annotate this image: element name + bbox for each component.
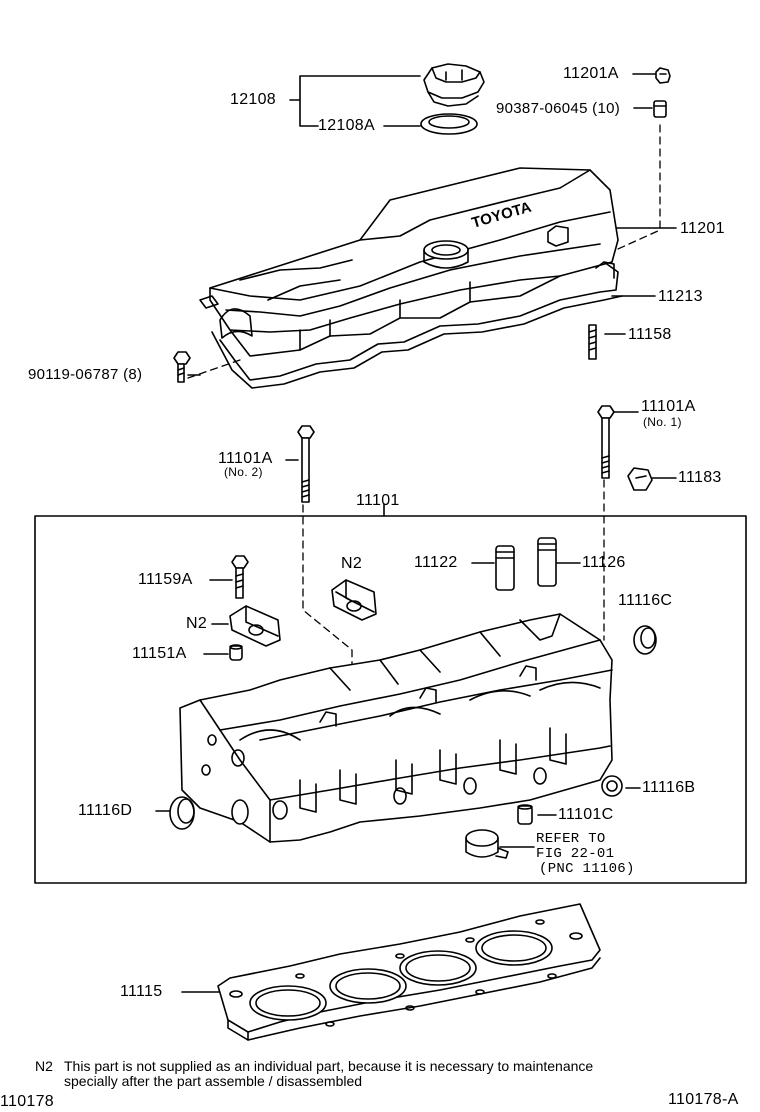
footnote-mark: N2 <box>35 1058 53 1074</box>
pin-11151a <box>229 644 243 661</box>
label-n2-left: N2 <box>186 615 208 632</box>
label-11201a: 11201A <box>563 65 619 82</box>
footer-right-id: 110178-A <box>668 1091 739 1108</box>
label-11101a-no2-sub: (No. 2) <box>224 465 263 479</box>
label-11115: 11115 <box>120 983 163 1000</box>
bolt-11159a <box>231 555 249 599</box>
cylinder-head-11101 <box>179 613 613 843</box>
label-11101c: 11101C <box>558 806 614 823</box>
cylinder-head-cover-11201 <box>199 167 619 357</box>
label-11159a: 11159A <box>138 571 193 588</box>
plug-11116c <box>633 625 657 655</box>
label-11122: 11122 <box>414 554 458 571</box>
label-11151a: 11151A <box>132 645 187 662</box>
valve-guide-11122 <box>495 545 515 591</box>
head-bolt-no2-11101a <box>297 425 315 503</box>
oil-filler-cap-12108 <box>423 63 485 107</box>
grommet-11201a <box>655 67 671 84</box>
label-refer-pnc: (PNC 11106) <box>539 861 635 877</box>
footnote-line-1: This part is not supplied as an individu… <box>64 1058 594 1074</box>
pin-11101c <box>517 804 533 825</box>
label-11183: 11183 <box>678 469 722 486</box>
valve-guide-11126 <box>537 537 557 587</box>
footer-left-id: 110178 <box>0 1093 55 1110</box>
label-11101a-no1-sub: (No. 1) <box>643 415 682 429</box>
label-11116c: 11116C <box>618 592 673 609</box>
plug-11116d <box>169 796 195 830</box>
bolt-90119 <box>173 351 191 383</box>
refer-part-22-01 <box>465 829 509 859</box>
seal-90387 <box>653 100 667 118</box>
head-cover-gasket-11213 <box>211 261 623 389</box>
label-11101a-no1: 11101A <box>641 398 696 415</box>
label-11126: 11126 <box>582 554 626 571</box>
plug-11116b <box>601 775 623 797</box>
footnote-line-2: specially after the part assemble / disa… <box>64 1073 363 1089</box>
label-90387-06045: 90387-06045 (10) <box>496 100 621 117</box>
plug-11183 <box>627 467 653 491</box>
label-12108a: 12108A <box>318 117 375 134</box>
bearing-cap-n2-top <box>331 579 377 621</box>
head-bolt-no1-11101a <box>597 405 615 479</box>
label-90119-06787: 90119-06787 (8) <box>28 366 143 383</box>
stud-11158 <box>588 324 597 360</box>
cylinder-head-group-frame <box>34 515 747 884</box>
filler-cap-gasket-12108a <box>420 113 478 135</box>
label-11101: 11101 <box>356 492 400 509</box>
label-12108: 12108 <box>230 91 276 108</box>
label-11116d: 11116D <box>78 802 133 819</box>
label-n2-top: N2 <box>341 555 363 572</box>
label-11201: 11201 <box>680 220 725 237</box>
label-11158: 11158 <box>628 326 672 343</box>
bearing-cap-n2-left <box>229 605 281 647</box>
label-11101a-no2: 11101A <box>218 450 273 467</box>
label-refer-fig: FIG 22-01 <box>536 846 615 862</box>
label-refer-to: REFER TO <box>536 831 606 847</box>
label-11116b: 11116B <box>642 779 696 796</box>
cylinder-head-gasket-11115 <box>217 903 601 1041</box>
label-11213: 11213 <box>658 288 703 305</box>
